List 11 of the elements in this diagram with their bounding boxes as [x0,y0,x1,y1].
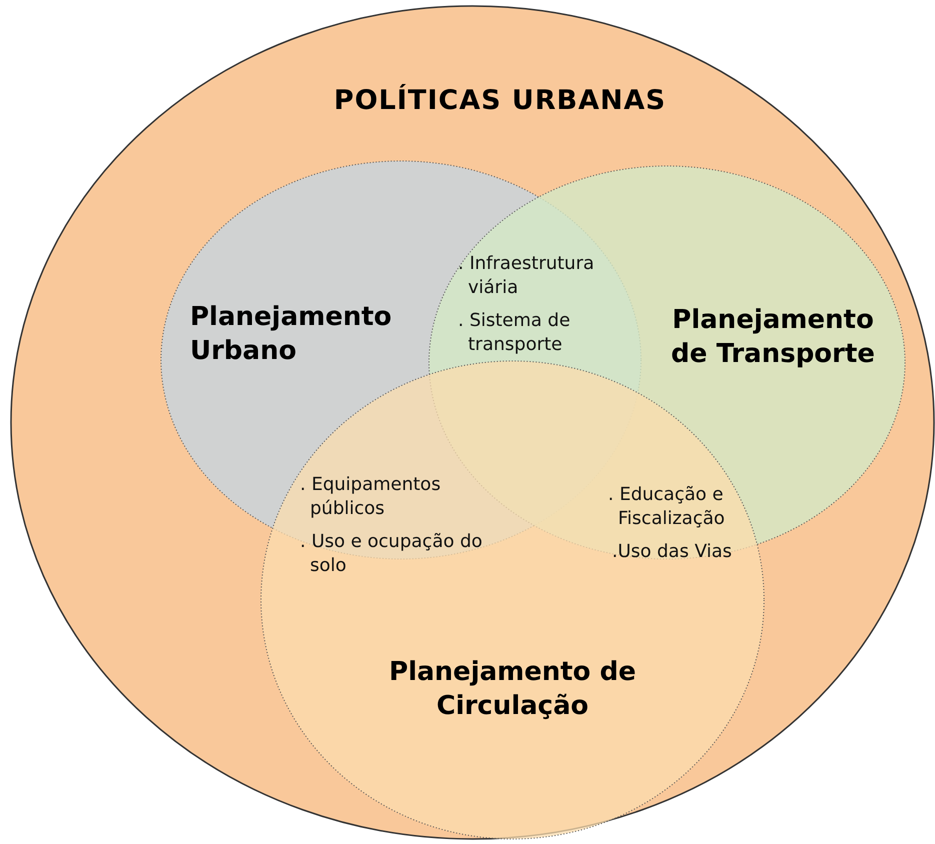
outer-ellipse [10,5,935,840]
diagram-heading: POLÍTICAS URBANAS [332,83,668,118]
overlap-item-text: . Uso e ocupação do solo [300,530,484,578]
circle-title: Planejamento Urbano [190,301,393,368]
overlap-item-text: . Educação e Fiscalização [608,483,726,531]
overlap-item-text: . Equipamentos públicos [300,473,442,521]
overlap-item-text: . Infraestrutura viária [458,252,596,300]
circle-title: Planejamento de Transporte [670,304,876,371]
circle-title: Planejamento de Circulação [388,656,637,723]
overlap-item-text: . Sistema de transporte [458,309,572,357]
overlap-item-text: .Uso das Vias [612,540,733,564]
